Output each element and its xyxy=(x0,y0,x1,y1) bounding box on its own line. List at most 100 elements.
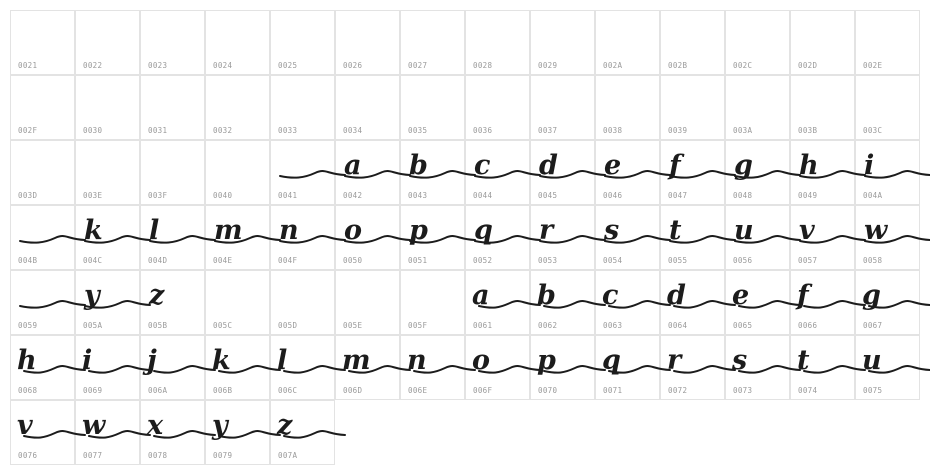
glyph-cell[interactable]: 004E xyxy=(205,205,270,270)
glyph-cell[interactable]: 0044 xyxy=(465,140,530,205)
glyph-code-label: 004F xyxy=(278,256,298,265)
glyph-cell[interactable]: 0071 xyxy=(595,335,660,400)
glyph-cell[interactable]: 0070 xyxy=(530,335,595,400)
glyph-cell[interactable]: 0067 xyxy=(855,270,920,335)
glyph-cell[interactable]: 0027 xyxy=(400,10,465,75)
glyph-cell[interactable]: 005C xyxy=(205,270,270,335)
glyph-cell[interactable]: 006B xyxy=(205,335,270,400)
glyph-cell[interactable]: 006C xyxy=(270,335,335,400)
glyph-cell[interactable]: 002F xyxy=(10,75,75,140)
glyph-cell[interactable]: 0034 xyxy=(335,75,400,140)
glyph-cell[interactable]: 006D xyxy=(335,335,400,400)
glyph-cell[interactable]: 0061 xyxy=(465,270,530,335)
glyph-cell[interactable]: 006E xyxy=(400,335,465,400)
glyph-cell[interactable]: 004D xyxy=(140,205,205,270)
glyph-cell[interactable]: 0026 xyxy=(335,10,400,75)
glyph-code-label: 0074 xyxy=(798,386,818,395)
glyph-cell[interactable]: 0029 xyxy=(530,10,595,75)
glyph-cell[interactable]: 006F xyxy=(465,335,530,400)
glyph-code-label: 005F xyxy=(408,321,428,330)
glyph-cell[interactable]: 003B xyxy=(790,75,855,140)
glyph-cell[interactable]: 004C xyxy=(75,205,140,270)
glyph-cell[interactable]: 0043 xyxy=(400,140,465,205)
glyph-cell[interactable]: 0023 xyxy=(140,10,205,75)
glyph-cell[interactable]: 0068 xyxy=(10,335,75,400)
glyph-cell[interactable]: 0021 xyxy=(10,10,75,75)
glyph-cell[interactable]: 0049 xyxy=(790,140,855,205)
glyph-code-label: 0057 xyxy=(798,256,818,265)
glyph-cell[interactable]: 0052 xyxy=(465,205,530,270)
glyph-cell[interactable]: 0077 xyxy=(75,400,140,465)
glyph-cell[interactable]: 0047 xyxy=(660,140,725,205)
glyph-cell[interactable]: 0053 xyxy=(530,205,595,270)
glyph-cell[interactable]: 0032 xyxy=(205,75,270,140)
glyph-cell[interactable]: 0064 xyxy=(660,270,725,335)
glyph-cell[interactable]: 003F xyxy=(140,140,205,205)
glyph-cell[interactable]: 0076 xyxy=(10,400,75,465)
glyph-cell[interactable]: 003E xyxy=(75,140,140,205)
glyph-code-label: 006C xyxy=(278,386,298,395)
glyph-cell[interactable]: 0024 xyxy=(205,10,270,75)
glyph-cell[interactable]: 0051 xyxy=(400,205,465,270)
glyph-cell[interactable]: 0035 xyxy=(400,75,465,140)
glyph-cell[interactable]: 005B xyxy=(140,270,205,335)
glyph-cell[interactable]: 0069 xyxy=(75,335,140,400)
glyph-cell[interactable]: 0059 xyxy=(10,270,75,335)
glyph-cell[interactable]: 002A xyxy=(595,10,660,75)
glyph-cell[interactable]: 0040 xyxy=(205,140,270,205)
glyph-cell[interactable]: 0039 xyxy=(660,75,725,140)
glyph-cell[interactable]: 0055 xyxy=(660,205,725,270)
glyph-cell[interactable]: 0057 xyxy=(790,205,855,270)
glyph-cell[interactable]: 007A xyxy=(270,400,335,465)
glyph-cell[interactable]: 0037 xyxy=(530,75,595,140)
glyph-cell[interactable]: 0046 xyxy=(595,140,660,205)
glyph-cell[interactable]: 0063 xyxy=(595,270,660,335)
glyph-cell[interactable]: 0033 xyxy=(270,75,335,140)
glyph-cell[interactable]: 005E xyxy=(335,270,400,335)
glyph-cell[interactable]: 0078 xyxy=(140,400,205,465)
glyph-cell[interactable]: 0050 xyxy=(335,205,400,270)
glyph-cell[interactable]: 0072 xyxy=(660,335,725,400)
glyph-cell[interactable]: 0066 xyxy=(790,270,855,335)
glyph-cell[interactable]: 003D xyxy=(10,140,75,205)
glyph-code-label: 0043 xyxy=(408,191,428,200)
glyph-cell[interactable]: 003A xyxy=(725,75,790,140)
glyph-cell[interactable]: 0065 xyxy=(725,270,790,335)
glyph-cell[interactable]: 0041 xyxy=(270,140,335,205)
glyph-code-label: 004C xyxy=(83,256,103,265)
glyph-cell[interactable]: 0073 xyxy=(725,335,790,400)
glyph-cell[interactable]: 004F xyxy=(270,205,335,270)
glyph-cell[interactable]: 0079 xyxy=(205,400,270,465)
glyph-cell[interactable]: 0056 xyxy=(725,205,790,270)
glyph-cell[interactable]: 005A xyxy=(75,270,140,335)
glyph-cell[interactable]: 003C xyxy=(855,75,920,140)
glyph-code-label: 0063 xyxy=(603,321,623,330)
glyph-cell[interactable]: 0038 xyxy=(595,75,660,140)
glyph-cell[interactable]: 002B xyxy=(660,10,725,75)
glyph-cell[interactable]: 0074 xyxy=(790,335,855,400)
glyph-cell[interactable]: 002C xyxy=(725,10,790,75)
glyph-cell[interactable]: 002D xyxy=(790,10,855,75)
glyph-cell[interactable]: 0025 xyxy=(270,10,335,75)
glyph-cell[interactable]: 0062 xyxy=(530,270,595,335)
glyph-code-label: 0035 xyxy=(408,126,428,135)
glyph-cell[interactable]: 0036 xyxy=(465,75,530,140)
glyph-code-label: 0037 xyxy=(538,126,558,135)
glyph-cell[interactable]: 0042 xyxy=(335,140,400,205)
glyph-cell[interactable]: 004B xyxy=(10,205,75,270)
glyph-cell[interactable]: 006A xyxy=(140,335,205,400)
glyph-cell[interactable]: 0022 xyxy=(75,10,140,75)
glyph-code-label: 0040 xyxy=(213,191,233,200)
glyph-cell[interactable]: 002E xyxy=(855,10,920,75)
glyph-cell[interactable]: 0058 xyxy=(855,205,920,270)
glyph-cell[interactable]: 0028 xyxy=(465,10,530,75)
glyph-cell[interactable]: 0045 xyxy=(530,140,595,205)
glyph-cell[interactable]: 005F xyxy=(400,270,465,335)
glyph-cell[interactable]: 0054 xyxy=(595,205,660,270)
glyph-cell[interactable]: 004A xyxy=(855,140,920,205)
glyph-cell[interactable]: 0075 xyxy=(855,335,920,400)
glyph-cell[interactable]: 005D xyxy=(270,270,335,335)
glyph-cell[interactable]: 0048 xyxy=(725,140,790,205)
glyph-cell[interactable]: 0031 xyxy=(140,75,205,140)
glyph-cell[interactable]: 0030 xyxy=(75,75,140,140)
